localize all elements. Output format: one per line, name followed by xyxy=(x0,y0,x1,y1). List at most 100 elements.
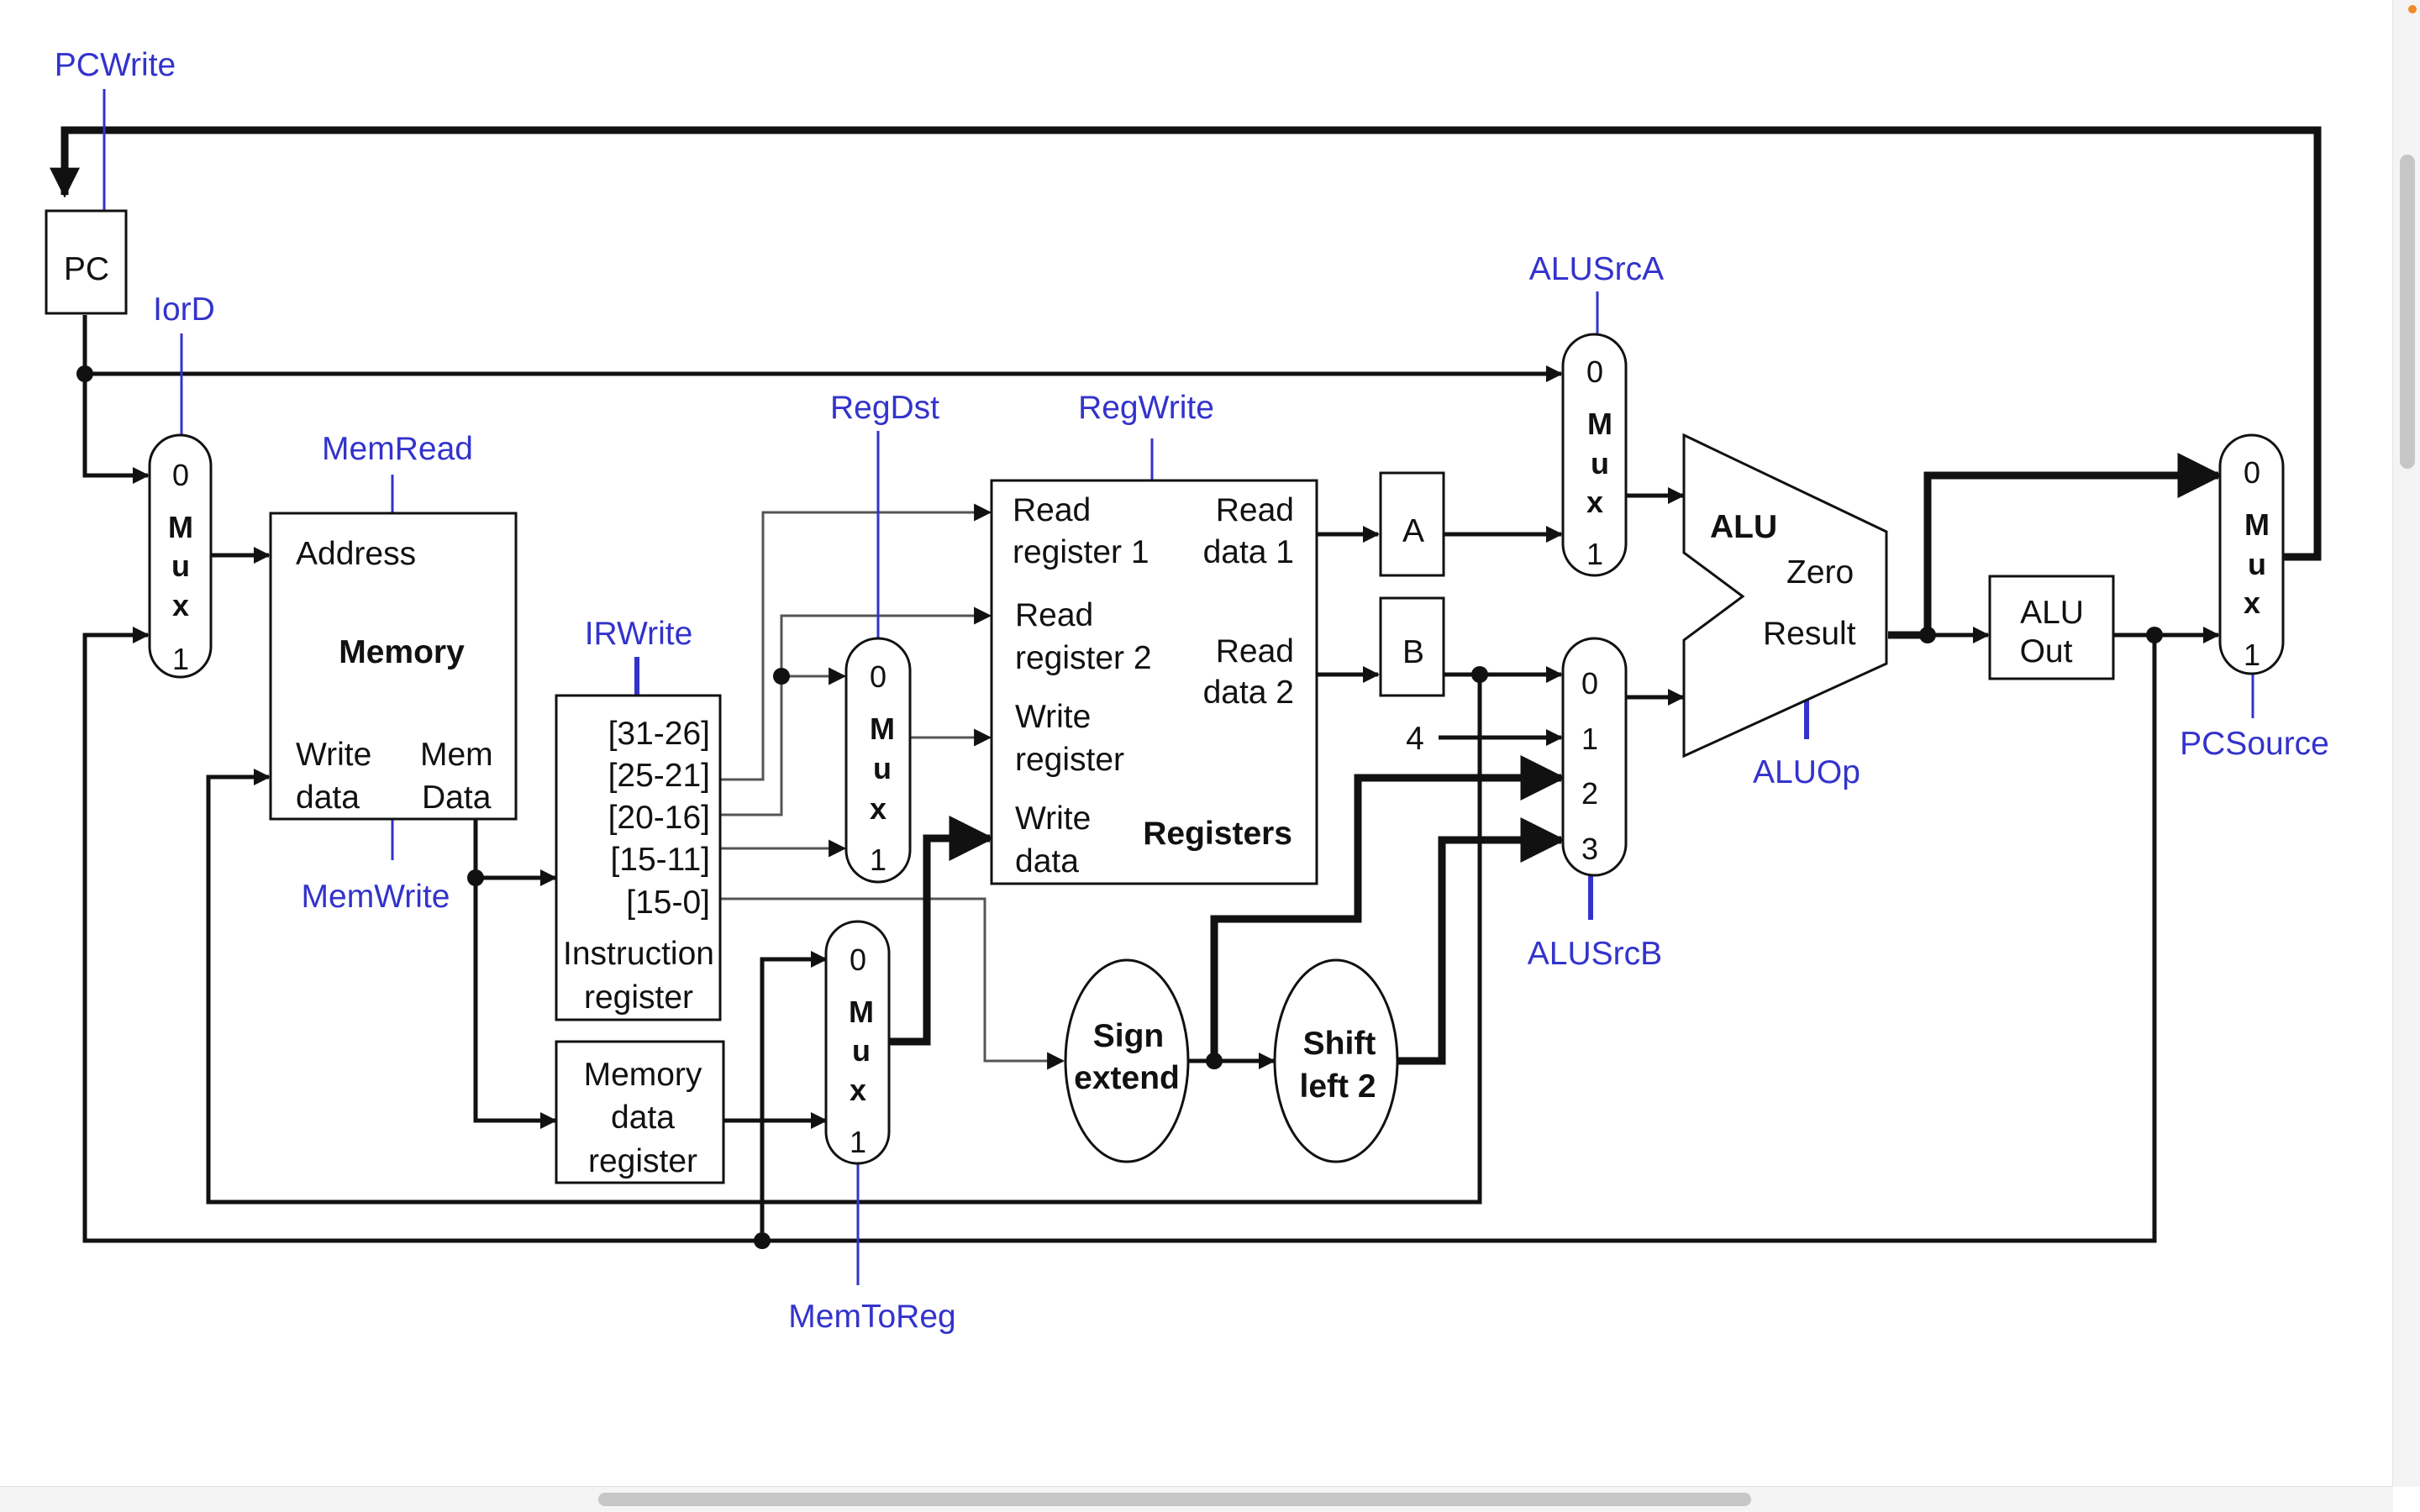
pc-feedback-wire xyxy=(50,126,2322,561)
mux-letter-x: x xyxy=(870,791,886,826)
sign-extend-line-1: Sign xyxy=(1093,1018,1165,1054)
iord-mux: 0 M u x 1 xyxy=(148,433,213,679)
control-label-alusrca: ALUSrcA xyxy=(1529,251,1664,287)
memdata-out-wire xyxy=(473,819,557,886)
read-register-2-label-2: register 2 xyxy=(1015,640,1152,676)
register-file: Read register 1 Read register 2 Write re… xyxy=(990,479,1318,885)
mux-input-1-label: 1 xyxy=(1586,537,1603,571)
ir-15-0-wire xyxy=(720,897,1065,1070)
shift-left-2-unit: Shift left 2 xyxy=(1273,958,1399,1163)
mux-letter-m: M xyxy=(1587,407,1612,441)
vertical-scrollbar[interactable] xyxy=(2392,0,2420,1487)
control-label-memwrite: MemWrite xyxy=(302,879,450,915)
shift-left-line-1: Shift xyxy=(1303,1026,1376,1062)
ir-25-21-wire xyxy=(720,503,992,781)
mux-input-2-label: 2 xyxy=(1581,776,1598,811)
read-register-1-label-1: Read xyxy=(1013,492,1091,528)
mdr-line-2: data xyxy=(611,1100,675,1136)
pc-label: PC xyxy=(64,251,109,287)
mux-input-1-label: 1 xyxy=(172,642,189,676)
write-register-label-1: Write xyxy=(1015,699,1091,735)
multicycle-datapath-diagram: PC 0 M u x 1 Address Memory Write data M… xyxy=(45,47,2329,1335)
control-label-regdst: RegDst xyxy=(830,390,939,426)
mux-input-1-label: 1 xyxy=(850,1125,866,1159)
mux-input-0-label: 0 xyxy=(2244,455,2260,490)
mux-letter-u: u xyxy=(1591,446,1609,480)
mux-input-3-label: 3 xyxy=(1581,832,1598,866)
registers-title: Registers xyxy=(1143,816,1292,852)
register-b: B xyxy=(1379,596,1445,697)
memory-mem-data-label-1: Mem xyxy=(420,737,493,773)
ir-title-1: Instruction xyxy=(563,936,714,972)
control-label-memtoreg: MemToReg xyxy=(788,1299,955,1335)
pcsource-mux: 0 M u x 1 xyxy=(2218,433,2285,675)
b-to-memory-write-data-wire xyxy=(206,675,1482,1205)
sign-extend-to-alusrcb-wire xyxy=(1210,755,1566,1061)
mdr-line-1: Memory xyxy=(584,1057,702,1093)
mux-letter-m: M xyxy=(849,995,874,1029)
control-label-iord: IorD xyxy=(153,291,215,328)
ir-20-16-wire xyxy=(720,606,992,816)
alu-zero-label: Zero xyxy=(1786,554,1854,591)
alu-result-to-pcsource-wire xyxy=(1923,453,2223,635)
mux-letter-x: x xyxy=(1586,485,1603,519)
mux-input-0-label: 0 xyxy=(850,942,866,977)
memory-mem-data-label-2: Data xyxy=(422,780,492,816)
mux-input-0-label: 0 xyxy=(172,458,189,492)
read-data-2-label-2: data 2 xyxy=(1203,675,1294,711)
control-label-alusrcb: ALUSrcB xyxy=(1528,936,1662,972)
ir-field-20-16: [20-16] xyxy=(608,800,710,836)
write-register-label-2: register xyxy=(1015,742,1124,778)
write-data-label-2: data xyxy=(1015,843,1079,879)
wire-junctions xyxy=(76,365,2163,1249)
read-data-1-label-2: data 1 xyxy=(1203,534,1294,570)
horizontal-scrollbar[interactable] xyxy=(0,1486,2393,1512)
alu-out-line-1: ALU xyxy=(2020,595,2084,631)
memtoreg-to-write-data-wire xyxy=(889,816,995,1046)
mux-letter-u: u xyxy=(2248,547,2266,581)
ir-field-31-26: [31-26] xyxy=(608,716,710,752)
memory-title: Memory xyxy=(339,634,465,670)
mux-input-0-label: 0 xyxy=(1581,666,1598,701)
shift-left-line-2: left 2 xyxy=(1299,1068,1376,1105)
alu-out-line-2: Out xyxy=(2020,633,2073,669)
mux-letter-u: u xyxy=(852,1033,871,1068)
mux-letter-u: u xyxy=(171,549,190,583)
register-b-label: B xyxy=(1402,634,1424,670)
ir-field-15-11: [15-11] xyxy=(610,842,710,878)
mux-letter-m: M xyxy=(870,711,895,746)
memory-write-data-label-1: Write xyxy=(296,737,371,773)
mdr-line-3: register xyxy=(588,1143,697,1179)
pc-to-iord-mux-wire xyxy=(82,374,150,484)
mux-letter-x: x xyxy=(2244,585,2260,620)
control-label-regwrite: RegWrite xyxy=(1078,390,1214,426)
control-label-pcsource: PCSource xyxy=(2180,726,2329,762)
instruction-register: [31-26] [25-21] [20-16] [15-11] [15-0] I… xyxy=(555,694,722,1021)
alusrca-mux: 0 M u x 1 xyxy=(1561,333,1628,577)
ir-field-25-21: [25-21] xyxy=(608,758,710,794)
mux-letter-u: u xyxy=(873,751,892,785)
read-data-2-label-1: Read xyxy=(1216,633,1294,669)
control-label-aluop: ALUOp xyxy=(1753,754,1860,790)
register-a: A xyxy=(1379,471,1445,577)
read-data-1-label-1: Read xyxy=(1216,492,1294,528)
memdata-to-mdr-wire xyxy=(473,878,557,1129)
alu: ALU Zero Result xyxy=(1682,433,1888,759)
mux-letter-m: M xyxy=(2244,507,2270,542)
memory-address-label: Address xyxy=(296,536,416,572)
register-a-label: A xyxy=(1402,513,1424,549)
mux-letter-x: x xyxy=(172,588,189,622)
pc-register: PC xyxy=(45,209,128,315)
vertical-scrollbar-thumb[interactable] xyxy=(2400,155,2415,469)
read-register-1-label-2: register 1 xyxy=(1013,534,1150,570)
memtoreg-mux: 0 M u x 1 xyxy=(824,920,891,1165)
horizontal-scrollbar-thumb[interactable] xyxy=(598,1493,1751,1506)
aluout-to-memtoreg-wire xyxy=(760,951,828,1241)
read-register-2-label-1: Read xyxy=(1015,597,1093,633)
mux-input-1-label: 1 xyxy=(1581,722,1598,756)
ir-title-2: register xyxy=(584,979,693,1016)
mux-input-1-label: 1 xyxy=(2244,638,2260,672)
alusrcb-mux: 0 1 2 3 xyxy=(1561,637,1628,877)
memory-write-data-label-2: data xyxy=(296,780,360,816)
